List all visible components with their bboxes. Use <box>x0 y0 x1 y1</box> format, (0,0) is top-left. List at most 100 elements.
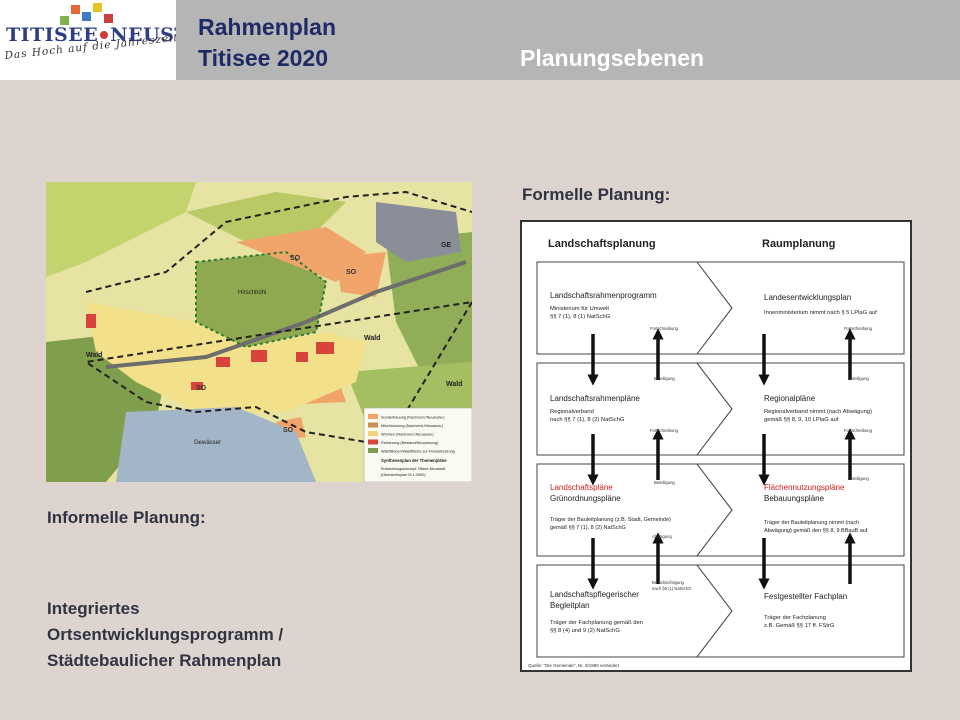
map-legend-swatch <box>368 422 378 428</box>
diagram-row4-left-title: Landschaftspflegerischer <box>550 590 639 599</box>
diagram-row2-left-title: Landschaftsrahmenpläne <box>550 394 640 403</box>
logo-square <box>71 5 80 14</box>
header-bar <box>176 0 960 80</box>
diagram-row4-right-title: Festgestellter Fachplan <box>764 592 847 601</box>
diagram-row4-left-title2: Begleitplan <box>550 601 590 610</box>
integriert-text: Integriertes Ortsentwicklungsprogramm / … <box>47 596 283 674</box>
section-title: Planungsebenen <box>520 45 705 71</box>
diagram-row3-left-sub: Träger der Bauleitplanung (z.B. Stadt, G… <box>550 517 671 523</box>
map-legend-swatch <box>368 414 378 419</box>
map-legend-box <box>363 407 472 482</box>
diagram-chevron-left <box>536 463 733 557</box>
diagram-row2-right-sub: gemäß §§ 8, 9, 10 LPlaG auf <box>764 417 839 423</box>
map-legend-swatch <box>368 448 378 453</box>
map-legend-label: Mischnutzung (Nachverd./Neuausw.) <box>381 424 444 428</box>
diagram-row1-right-sub: Innenministerium nimmt nach § 5 LPlaG au… <box>764 310 877 316</box>
integriert-line: Integriertes <box>47 599 140 618</box>
map-label-so: SO <box>283 427 294 434</box>
map-forest-area <box>46 182 196 277</box>
integriert-line: Städtebaulicher Rahmenplan <box>47 651 282 670</box>
diagram-row4-left-sub: Träger der Fachplanung gemäß den <box>550 620 643 626</box>
map-legend-label: Parkierung (Bestand/Neuplanung) <box>381 441 439 445</box>
page-title-line2: Titisee 2020 <box>198 45 329 71</box>
map-plan-boundary <box>83 190 472 444</box>
diagram-chevron-right <box>695 564 905 658</box>
diagram-row3-left-sub: gemäß §§ 7 (1), 8 (2) NatSchG <box>550 525 626 531</box>
planning-levels-diagram: Landschaftsplanung Raumplanung Landschaf… <box>520 220 912 672</box>
map-forest-area <box>386 232 472 382</box>
label-fortschreibung: Fortschreibung <box>844 428 873 433</box>
map-legend-swatch <box>368 439 378 445</box>
formelle-planung-heading: Formelle Planung: <box>522 185 671 204</box>
logo-square <box>82 12 91 21</box>
map-label-so: SO <box>196 385 207 392</box>
diagram-row3-right-sub: Abwägung) gemäß den §§ 8, 9 BBauB auf <box>764 528 868 534</box>
diagram-row3-left-title: Grünordnungspläne <box>550 494 621 503</box>
logo-square <box>93 3 102 12</box>
map-legend-items: Sonderbauung (Nachverd./Neuausw.) Mischnu… <box>368 414 455 454</box>
map-railway-line <box>105 260 467 369</box>
logo-square <box>104 14 113 23</box>
logo-squares-icon <box>60 3 113 25</box>
map-lake <box>116 407 316 482</box>
map-legend-label: Waldflächen/Waldfläche zur Freizeitnutzu… <box>381 450 455 454</box>
map-industrial-area <box>376 202 461 262</box>
map-so-area <box>336 252 386 297</box>
diagram-row3-right-sub: Träger der Bauleitplanung nimmt (nach <box>764 520 859 526</box>
page-title-line1: Rahmenplan <box>198 14 337 40</box>
diagram-row2-left-sub: Regionalverband <box>550 409 594 415</box>
diagram-row2-right-title: Regionalpläne <box>764 394 816 403</box>
label-beteiligung: Beteiligung <box>654 376 675 381</box>
logo-dot-icon <box>100 30 109 39</box>
logo: TitiseeNeustadt Das Hoch auf die Jahresz… <box>0 0 234 80</box>
diagram-row3-left-title-red: Landschaftspläne <box>550 483 613 492</box>
map-legend-sub2: (Übersichtsplan M 1:2500) <box>381 473 426 477</box>
label-beruecksichtigung: Berücksichtigung <box>652 580 685 585</box>
diagram-row2-left-sub: nach §§ 7 (1), 8 (2) NatSchG <box>550 417 625 423</box>
map-parking-block <box>191 382 203 390</box>
label-beteiligung: Beteiligung <box>848 376 869 381</box>
label-fortschreibung: Fortschreibung <box>650 326 679 331</box>
map-label-so: SO <box>290 255 301 262</box>
informelle-planung-heading: Informelle Planung: <box>47 508 206 527</box>
town-plan-map: SO SO SO SO Hirschbühl Wald Wald Wald Ge… <box>46 182 472 482</box>
diagram-col-heading-right: Raumplanung <box>762 238 835 250</box>
logo-name-part1: Titisee <box>6 24 99 46</box>
label-abwaegung: Abwägung <box>652 534 672 539</box>
map-label-wald: Wald <box>446 381 462 388</box>
map-parking-block <box>86 314 96 328</box>
map-label-wald: Wald <box>364 335 380 342</box>
diagram-col-heading-left: Landschaftsplanung <box>548 238 656 250</box>
map-label-ge: GE <box>441 242 451 249</box>
logo-square <box>60 16 69 25</box>
diagram-row2-right-sub: Regionalverband nimmt (nach Abwägung) <box>764 409 872 415</box>
diagram-row4-right-sub: Träger der Fachplanung <box>764 615 826 621</box>
map-legend-label: Wohnen (Nachverd./Neuausw.) <box>381 433 434 437</box>
diagram-row1-left-sub: §§ 7 (1), 8 (1) NatSchG <box>550 314 611 320</box>
diagram-row1-right-title: Landesentwicklungsplan <box>764 293 851 302</box>
map-parking-block <box>296 352 308 362</box>
diagram-row1-left-title: Landschaftsrahmenprogramm <box>550 291 657 300</box>
diagram-row1-left-sub: Ministerium für Umwelt <box>550 306 609 312</box>
map-label-so: SO <box>346 269 357 276</box>
diagram-row4-right-sub: z.B. Gemäß §§ 17 ff. FStrG <box>764 623 835 629</box>
label-beteiligung: Beteiligung <box>654 480 675 485</box>
map-label-hirschbuehl: Hirschbühl <box>238 290 266 296</box>
integriert-line: Ortsentwicklungsprogramm / <box>47 625 284 644</box>
diagram-row3-right-title: Bebauungspläne <box>764 494 825 503</box>
diagram-row4-left-sub: §§ 8 (4) und 9 (2) NatSchG <box>550 628 620 634</box>
map-parking-block <box>316 342 334 354</box>
map-legend-label: Sonderbauung (Nachverd./Neuausw.) <box>381 416 445 420</box>
diagram-row-4 <box>536 564 905 658</box>
map-parking-block <box>216 357 230 367</box>
map-hirschbuehl-area <box>196 252 326 347</box>
map-legend-sub1: Entwicklungskonzept Titisee-Neustadt <box>381 467 446 471</box>
map-green-boundary <box>195 250 328 349</box>
diagram-row3-right-title-red: Flächennutzungspläne <box>764 483 845 492</box>
map-parking-block <box>251 350 267 362</box>
label-fortschreibung: Fortschreibung <box>650 428 679 433</box>
label-beteiligung: Beteiligung <box>848 476 869 481</box>
label-beruecksichtigung: nach §9 (1) NatSchG <box>652 586 691 591</box>
diagram-source: Quelle: "Die Gemeinde", Nr. 8/1990 verän… <box>528 663 620 668</box>
label-fortschreibung: Fortschreibung <box>844 326 873 331</box>
